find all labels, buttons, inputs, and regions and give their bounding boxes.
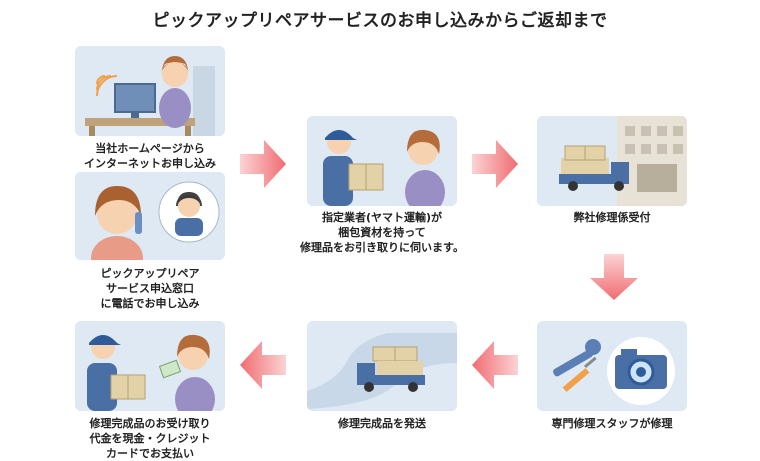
page-title: ピックアップリペアサービスのお申し込みからご返却まで	[152, 11, 608, 31]
repair-illustration	[537, 321, 687, 411]
deliver-illustration	[75, 321, 225, 411]
arrow-left-icon	[472, 341, 518, 389]
wrench-icon	[553, 339, 601, 377]
ship-illustration	[307, 321, 457, 411]
pickup-caption: 指定業者(ヤマト運輸)が 梱包資材を持って 修理品をお引き取りに伺います。	[300, 211, 464, 254]
receive-illustration	[537, 116, 687, 206]
repair-caption: 専門修理スタッフが修理	[551, 417, 673, 430]
phone-apply-caption: ピックアップリペア サービス申込窓口 に電話でお申し込み	[100, 267, 200, 310]
ship-caption: 修理完成品を発送	[338, 417, 426, 430]
web-apply-illustration	[75, 46, 225, 136]
pickup-illustration	[307, 116, 457, 206]
arrow-right-icon	[472, 140, 518, 188]
phone-apply-illustration	[75, 172, 225, 260]
receive-caption: 弊社修理係受付	[573, 211, 651, 224]
arrow-right-icon	[240, 140, 286, 188]
wifi-icon	[96, 75, 118, 97]
web-apply-caption: 当社ホームページから インターネットお申し込み	[84, 142, 216, 170]
arrow-down-icon	[590, 254, 638, 300]
arrow-left-icon	[240, 341, 286, 389]
screwdriver-icon	[562, 356, 597, 392]
headset-icon	[176, 193, 202, 207]
camera-icon	[615, 349, 667, 389]
phone-icon	[135, 212, 142, 234]
deliver-caption: 修理完成品のお受け取り 代金を現金・クレジット カードでお支払い	[89, 417, 211, 460]
